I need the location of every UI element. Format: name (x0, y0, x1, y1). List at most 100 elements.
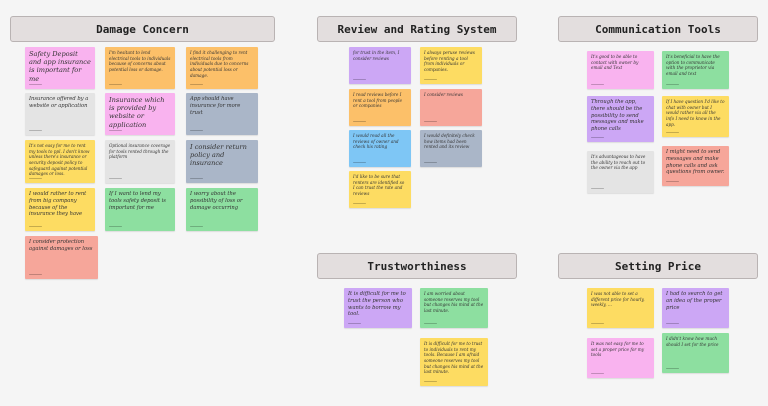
sticky-note[interactable]: I worry about the possibility of loss or… (186, 188, 258, 231)
note-text: I would rather to rent from big company … (29, 191, 87, 218)
author-stamp (666, 367, 679, 369)
sticky-note[interactable]: Through the app, there should be the pos… (587, 96, 654, 142)
cluster-title-setting-price[interactable]: Setting Price (558, 253, 758, 279)
sticky-note[interactable]: Safety Deposit and app insurance is impo… (25, 47, 95, 89)
note-text: I consider protection against damages or… (29, 239, 93, 252)
author-stamp (109, 177, 122, 179)
author-stamp (348, 322, 361, 324)
author-stamp (591, 322, 604, 324)
note-text: I had to search to get an idea of the pr… (666, 291, 723, 311)
author-stamp (190, 129, 203, 131)
cluster-title-trustworthiness[interactable]: Trustworthiness (317, 253, 517, 279)
author-stamp (591, 372, 604, 374)
author-stamp (190, 225, 203, 227)
note-text: I am worried about someone reserves my t… (424, 291, 484, 314)
author-stamp (190, 83, 203, 85)
note-text: It is difficult for me to trust to indiv… (424, 341, 484, 375)
author-stamp (424, 322, 437, 324)
note-text: I would definitely check how items had b… (424, 133, 475, 150)
sticky-note[interactable]: I consider protection against damages or… (25, 236, 98, 279)
sticky-note[interactable]: It's beneficial to have the option to co… (662, 51, 729, 89)
sticky-note[interactable]: I might need to send messages and make p… (662, 146, 729, 186)
author-stamp (591, 136, 604, 138)
author-stamp (353, 161, 366, 163)
sticky-note[interactable]: Insurance which is provided by website o… (105, 93, 175, 135)
note-text: I read reviews before I rent a tool from… (353, 92, 402, 109)
note-text: for trust in the item, I consider review… (353, 50, 400, 61)
sticky-note[interactable]: If I have question I'd like to chat with… (662, 96, 729, 137)
author-stamp (424, 120, 437, 122)
cluster-title-communication-tools[interactable]: Communication Tools (558, 16, 758, 42)
author-stamp (591, 83, 604, 85)
note-text: Safety Deposit and app insurance is impo… (29, 50, 91, 83)
author-stamp (424, 78, 437, 80)
sticky-note[interactable]: If I want to lend my tools safety deposi… (105, 188, 175, 231)
sticky-note[interactable]: I always peruse reviews before renting a… (420, 47, 482, 84)
author-stamp (666, 322, 679, 324)
sticky-note[interactable]: It is difficult for me to trust the pers… (344, 288, 412, 328)
sticky-note[interactable]: I find it challenging to rent electrical… (186, 47, 258, 89)
note-text: It's beneficial to have the option to co… (666, 54, 720, 77)
sticky-note[interactable]: Insurance offered by a website or applic… (25, 93, 95, 135)
author-stamp (424, 380, 437, 382)
author-stamp (666, 83, 679, 85)
note-text: I find it challenging to rent electrical… (190, 50, 249, 78)
note-text: It's not easy for me to rent my tools to… (29, 143, 90, 177)
author-stamp (109, 225, 122, 227)
note-text: Insurance which is provided by website o… (109, 96, 165, 129)
sticky-note[interactable]: I'm hesitant to lend electrical tools to… (105, 47, 175, 89)
note-text: I didn't know how much should I set for … (666, 336, 719, 347)
note-text: It was not easy for me to set a proper p… (591, 341, 645, 358)
note-text: I'd like to be sure that renters are ide… (353, 174, 405, 197)
note-text: I'm hesitant to lend electrical tools to… (109, 50, 171, 73)
note-text: I always peruse reviews before renting a… (424, 50, 475, 73)
sticky-note[interactable]: for trust in the item, I consider review… (349, 47, 411, 84)
author-stamp (424, 161, 437, 163)
note-text: Through the app, there should be the pos… (591, 99, 644, 132)
sticky-note[interactable]: It's not easy for me to rent my tools to… (25, 140, 95, 183)
author-stamp (109, 129, 122, 131)
sticky-note[interactable]: App should have insurance for more trust (186, 93, 258, 135)
sticky-note[interactable]: It was not easy for me to set a proper p… (587, 338, 654, 378)
sticky-note[interactable]: It is difficult for me to trust to indiv… (420, 338, 488, 386)
author-stamp (29, 177, 42, 179)
author-stamp (666, 131, 679, 133)
note-text: Insurance offered by a website or applic… (29, 96, 89, 109)
sticky-note[interactable]: I would rather to rent from big company … (25, 188, 95, 231)
author-stamp (29, 273, 42, 275)
author-stamp (29, 129, 42, 131)
note-text: App should have insurance for more trust (190, 96, 241, 116)
sticky-note[interactable]: I am worried about someone reserves my t… (420, 288, 488, 328)
sticky-note[interactable]: I had to search to get an idea of the pr… (662, 288, 729, 328)
note-text: I was not able to set a different price … (591, 291, 645, 308)
note-text: If I have question I'd like to chat with… (666, 99, 725, 127)
note-text: It is difficult for me to trust the pers… (348, 291, 406, 318)
author-stamp (29, 225, 42, 227)
sticky-note[interactable]: I would definitely check how items had b… (420, 130, 482, 167)
sticky-note[interactable]: I'd like to be sure that renters are ide… (349, 171, 411, 208)
sticky-note[interactable]: I consider return policy and insurance (186, 140, 258, 183)
sticky-note[interactable]: I would read all the reviews of owner an… (349, 130, 411, 167)
author-stamp (591, 187, 604, 189)
author-stamp (353, 120, 366, 122)
sticky-note[interactable]: I read reviews before I rent a tool from… (349, 89, 411, 126)
cluster-title-damage-concern[interactable]: Damage Concern (10, 16, 275, 42)
author-stamp (190, 177, 203, 179)
sticky-note[interactable]: It's good to be able to contact with own… (587, 51, 654, 89)
sticky-note[interactable]: Optional insurance coverage for tools re… (105, 140, 175, 183)
author-stamp (353, 78, 366, 80)
note-text: I consider return policy and insurance (190, 143, 247, 168)
sticky-note[interactable]: It's advantageous to have the ability to… (587, 151, 654, 193)
author-stamp (666, 180, 679, 182)
cluster-title-review-rating[interactable]: Review and Rating System (317, 16, 517, 42)
sticky-note[interactable]: I didn't know how much should I set for … (662, 333, 729, 373)
note-text: I worry about the possibility of loss or… (190, 191, 243, 211)
sticky-note[interactable]: I was not able to set a different price … (587, 288, 654, 328)
sticky-note[interactable]: I consider reviews (420, 89, 482, 126)
note-text: If I want to lend my tools safety deposi… (109, 191, 166, 211)
note-text: I might need to send messages and make p… (666, 149, 725, 176)
note-text: Optional insurance coverage for tools re… (109, 143, 171, 160)
note-text: It's advantageous to have the ability to… (591, 154, 646, 171)
note-text: It's good to be able to contact with own… (591, 54, 639, 71)
author-stamp (29, 83, 42, 85)
